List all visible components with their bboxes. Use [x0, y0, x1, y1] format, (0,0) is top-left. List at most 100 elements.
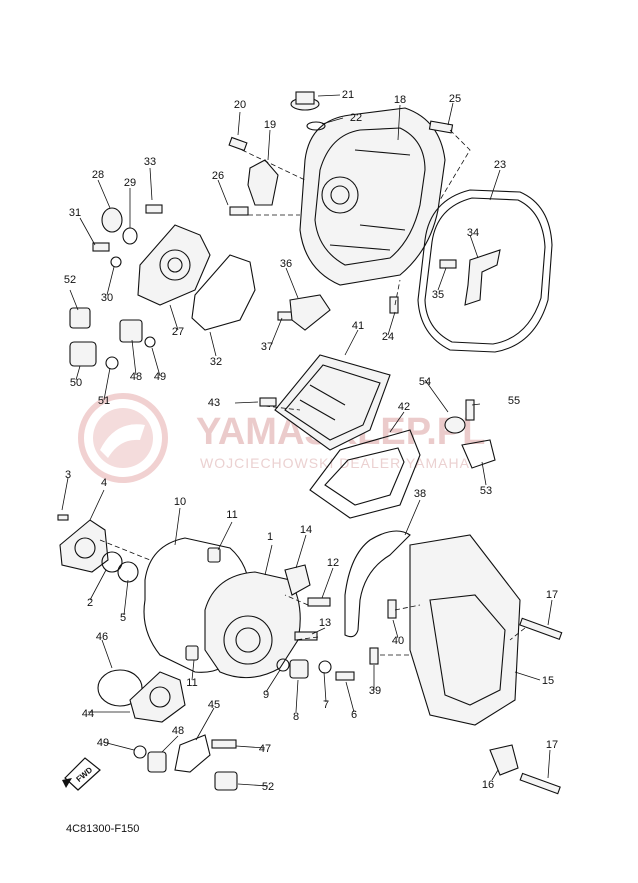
callout-24: 24 — [382, 331, 394, 343]
callout-44: 44 — [82, 708, 94, 720]
plate-19 — [247, 159, 279, 206]
callout-17: 17 — [546, 589, 558, 601]
callout-22: 22 — [350, 112, 362, 124]
part-52-upper — [69, 307, 91, 329]
callout-5: 5 — [120, 612, 126, 624]
callout-48: 48 — [172, 725, 184, 737]
callout-17: 17 — [546, 739, 558, 751]
callout-53: 53 — [480, 485, 492, 497]
callout-33: 33 — [144, 156, 156, 168]
callout-45: 45 — [208, 699, 220, 711]
callout-3: 3 — [65, 469, 71, 481]
callout-28: 28 — [92, 169, 104, 181]
callout-31: 31 — [69, 207, 81, 219]
callout-numbers: 1234567891011111213141516171718192021222… — [64, 89, 558, 793]
callout-13: 13 — [319, 617, 331, 629]
callout-37: 37 — [261, 341, 273, 353]
bolt-40 — [387, 599, 397, 619]
callout-20: 20 — [234, 99, 246, 111]
callout-21: 21 — [342, 89, 354, 101]
guide-lines-lower — [99, 539, 526, 656]
plug-52-lower — [214, 771, 238, 791]
callout-11: 11 — [226, 509, 237, 521]
gasket-large — [417, 189, 553, 353]
watermark-logo-icon — [78, 393, 168, 483]
callout-16: 16 — [482, 779, 494, 791]
callout-18: 18 — [394, 94, 406, 106]
callout-47: 47 — [259, 743, 271, 755]
callout-43: 43 — [208, 397, 220, 409]
callout-30: 30 — [101, 292, 113, 304]
gasket-46 — [97, 669, 143, 707]
callout-6: 6 — [351, 709, 357, 721]
callout-40: 40 — [392, 635, 404, 647]
callout-50: 50 — [70, 377, 82, 389]
plug-48-lower — [147, 751, 167, 773]
oring-51 — [105, 356, 119, 370]
callout-51: 51 — [98, 395, 110, 407]
bolt-47 — [211, 739, 237, 749]
callout-52: 52 — [64, 274, 76, 286]
callout-36: 36 — [280, 258, 292, 270]
dowel-11-upper — [207, 547, 221, 563]
breather-gasket — [309, 429, 421, 519]
callout-14: 14 — [300, 524, 312, 536]
part-48-upper — [119, 319, 143, 343]
oring-29 — [122, 227, 138, 245]
plate-34 — [464, 249, 501, 306]
bracket-14 — [284, 564, 311, 596]
bolt-39 — [369, 647, 379, 665]
bolt-17-lower — [519, 772, 561, 795]
callout-38: 38 — [414, 488, 426, 500]
callout-34: 34 — [467, 227, 479, 239]
cover-4 — [59, 519, 109, 573]
callout-48: 48 — [130, 371, 142, 383]
side-cover-15 — [409, 534, 521, 726]
cover-44 — [129, 671, 186, 723]
bracket-16 — [489, 744, 519, 776]
washer-7 — [318, 660, 332, 674]
callout-29: 29 — [124, 177, 136, 189]
callout-1: 1 — [267, 531, 273, 543]
callout-23: 23 — [494, 159, 506, 171]
oring-49-lower — [133, 745, 147, 759]
bracket-53 — [461, 439, 496, 469]
bolt-13 — [294, 631, 318, 641]
filler-cap — [290, 91, 326, 131]
callout-26: 26 — [212, 170, 224, 182]
leader-lines — [61, 94, 553, 787]
bolt-55 — [465, 399, 475, 421]
plug-28 — [101, 207, 123, 233]
pin-3 — [57, 514, 69, 521]
callout-39: 39 — [369, 685, 381, 697]
bearing-2 — [101, 551, 123, 573]
bolt-12 — [307, 597, 331, 607]
callout-32: 32 — [210, 356, 222, 368]
callout-12: 12 — [327, 557, 339, 569]
callout-9: 9 — [263, 689, 269, 701]
diagram-code: 4C81300-F150 — [66, 823, 139, 835]
guide-lines-upper — [241, 129, 471, 411]
callout-55: 55 — [508, 395, 520, 407]
bracket-45 — [174, 734, 211, 773]
callout-54: 54 — [419, 376, 431, 388]
gasket-32 — [191, 254, 256, 331]
callout-2: 2 — [87, 597, 93, 609]
callout-25: 25 — [449, 93, 461, 105]
callout-19: 19 — [264, 119, 276, 131]
bracket-36 — [289, 294, 331, 331]
callout-52: 52 — [262, 781, 274, 793]
dowel-11-lower — [185, 645, 199, 661]
plug-8 — [289, 659, 309, 679]
callout-49: 49 — [154, 371, 166, 383]
callout-46: 46 — [96, 631, 108, 643]
bolt-17-upper — [519, 617, 563, 640]
callout-8: 8 — [293, 711, 299, 723]
callout-11: 11 — [186, 677, 197, 689]
callout-10: 10 — [174, 496, 186, 508]
seal-5 — [117, 561, 139, 583]
callout-49: 49 — [97, 737, 109, 749]
breather-cover — [274, 354, 391, 451]
oring-9 — [276, 658, 290, 672]
